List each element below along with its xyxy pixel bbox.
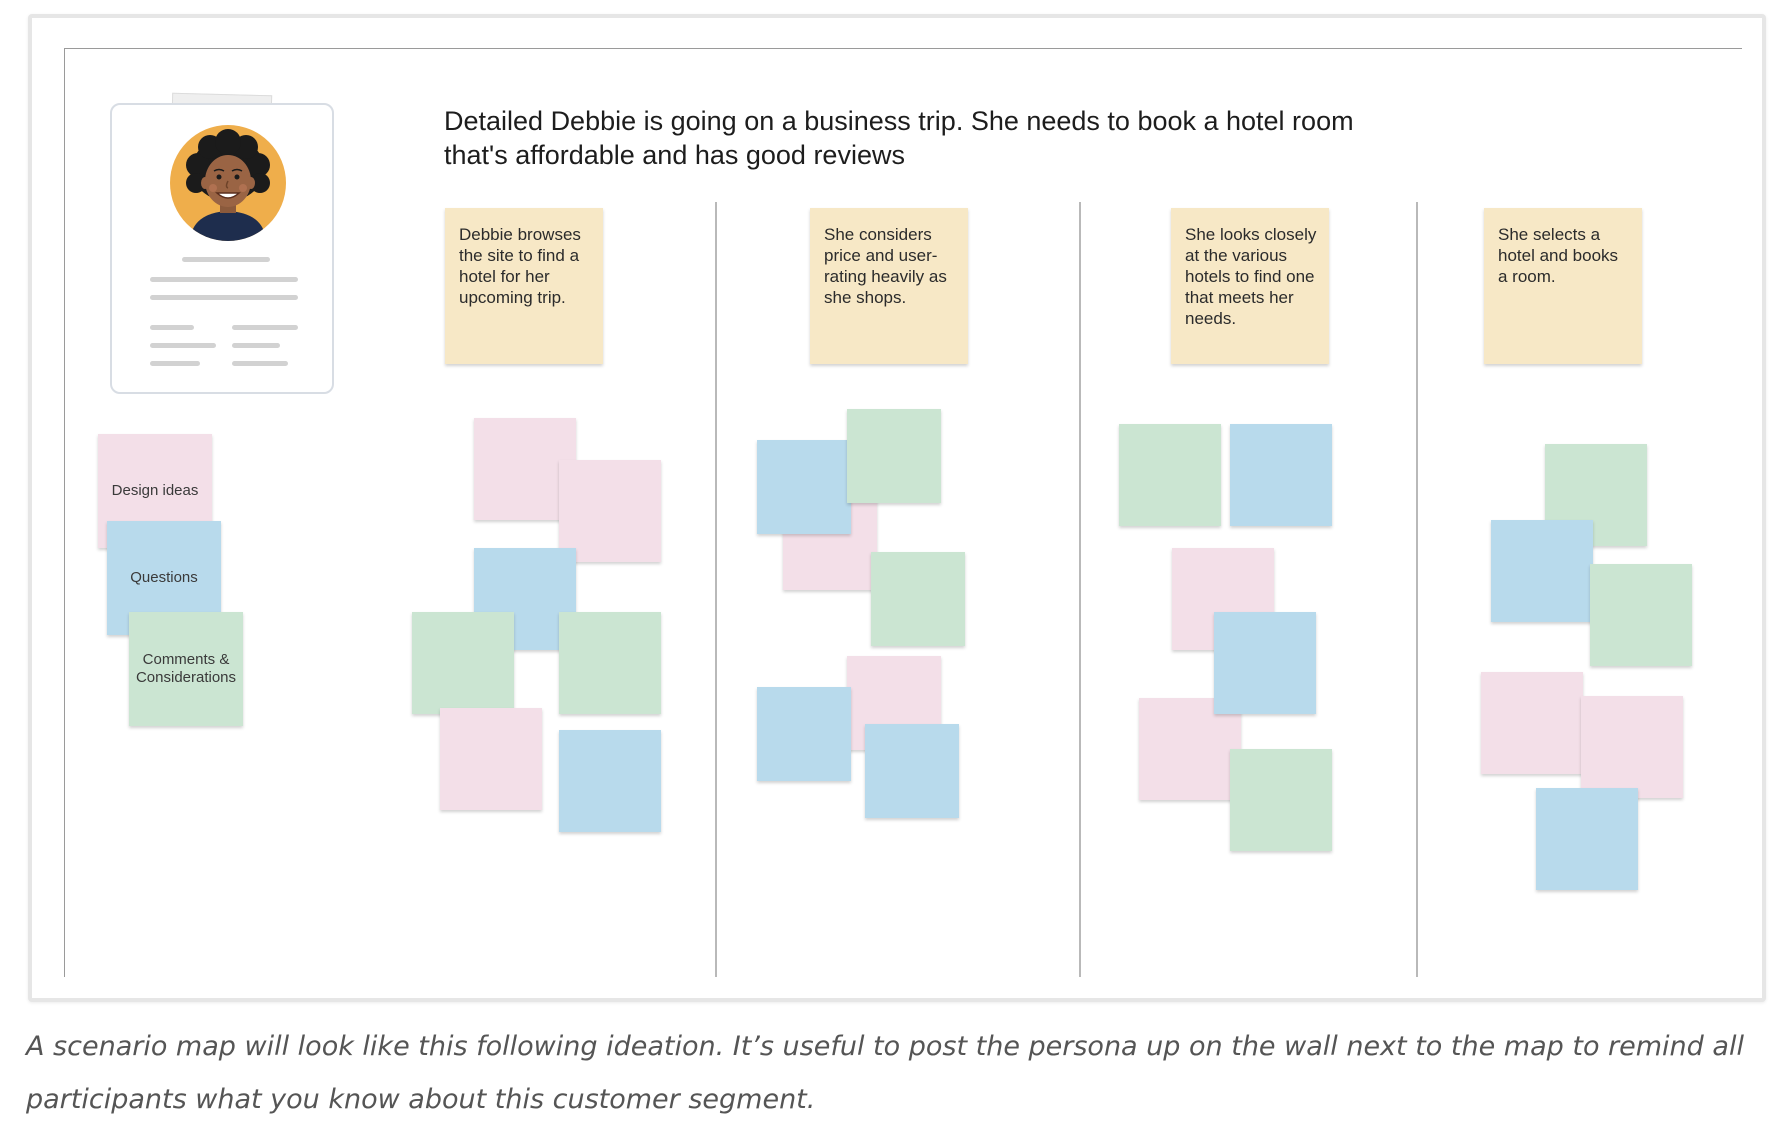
persona-text-line: [150, 325, 194, 330]
step-note-3: She looks closely at the various hotels …: [1171, 208, 1329, 364]
persona-avatar-icon: [170, 125, 286, 241]
step-note-1: Debbie browses the site to find a hotel …: [445, 208, 603, 364]
question-sticky: [1536, 788, 1638, 890]
step-note-2: She considers price and user-rating heav…: [810, 208, 968, 364]
question-sticky: [1214, 612, 1316, 714]
comment-sticky: [1590, 564, 1692, 666]
design-idea-sticky: [1481, 672, 1583, 774]
comment-sticky: [871, 552, 965, 646]
scenario-title-line-2: that's affordable and has good reviews: [444, 140, 905, 170]
design-idea-sticky: [440, 708, 542, 810]
question-sticky: [1230, 424, 1332, 526]
persona-text-line: [150, 361, 200, 366]
comment-sticky: [1119, 424, 1221, 526]
comment-sticky: [412, 612, 514, 714]
persona-name-line: [182, 257, 270, 262]
design-idea-sticky: [559, 460, 661, 562]
scenario-title-line-1: Detailed Debbie is going on a business t…: [444, 106, 1354, 136]
board-left-edge: [64, 48, 65, 977]
persona-card: [110, 103, 334, 394]
column-divider: [715, 202, 717, 977]
persona-text-line: [150, 343, 216, 348]
comment-sticky: [847, 409, 941, 503]
question-sticky: [865, 724, 959, 818]
persona-text-line: [232, 361, 288, 366]
scenario-board: Detailed Debbie is going on a business t…: [32, 18, 1762, 998]
persona-text-line: [232, 343, 280, 348]
caption-line-2: participants what you know about this cu…: [26, 1084, 816, 1115]
comment-sticky: [1230, 749, 1332, 851]
caption-line-1: A scenario map will look like this follo…: [26, 1031, 1744, 1062]
persona-text-line: [232, 325, 298, 330]
comment-sticky: [559, 612, 661, 714]
question-sticky: [559, 730, 661, 832]
question-sticky: [757, 687, 851, 781]
image-caption: A scenario map will look like this follo…: [26, 1020, 1766, 1126]
question-sticky: [757, 440, 851, 534]
column-divider: [1079, 202, 1081, 977]
question-sticky: [1491, 520, 1593, 622]
column-divider: [1416, 202, 1418, 977]
legend-comments-considerations: Comments & Considerations: [129, 612, 243, 726]
step-note-4: She selects a hotel and books a room.: [1484, 208, 1642, 364]
scenario-title: Detailed Debbie is going on a business t…: [444, 104, 1404, 172]
persona-text-line: [150, 277, 298, 282]
persona-text-line: [150, 295, 298, 300]
design-idea-sticky: [1139, 698, 1241, 800]
design-idea-sticky: [1581, 696, 1683, 798]
board-top-edge: [64, 48, 1742, 49]
scenario-map-image: Detailed Debbie is going on a business t…: [28, 14, 1766, 1002]
